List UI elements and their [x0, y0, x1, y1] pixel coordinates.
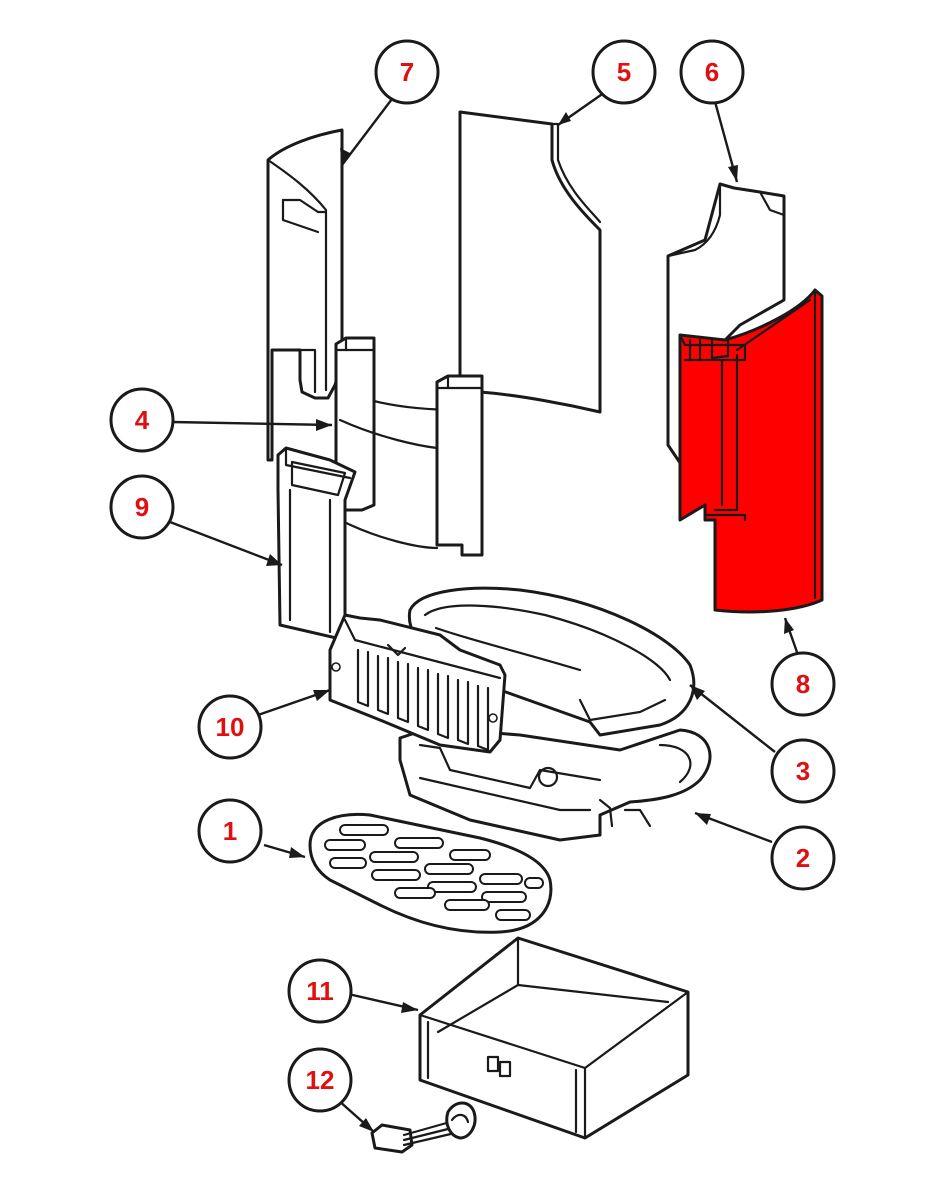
part-7-left-panel: [266, 128, 344, 462]
callout-3: 3: [770, 738, 836, 804]
callout-5: 5: [591, 39, 657, 105]
part-11-ash-drawer: [418, 936, 690, 1140]
callout-9: 9: [109, 474, 175, 540]
callout-7: 7: [374, 39, 440, 105]
part-2-base-frame: [398, 726, 712, 842]
callout-1-label: 1: [223, 816, 237, 846]
callout-12-label: 12: [306, 1065, 335, 1095]
callout-2-label: 2: [796, 843, 810, 873]
part-12-tool: [370, 1101, 477, 1154]
drawer-handle: [486, 1055, 512, 1078]
callout-8-label: 8: [796, 669, 810, 699]
callout-12: 12: [287, 1047, 353, 1113]
callout-11: 11: [287, 958, 353, 1024]
callout-6-label: 6: [705, 57, 719, 87]
callout-5-label: 5: [617, 57, 631, 87]
callout-9-label: 9: [135, 492, 149, 522]
part-8-highlighted-panel: [678, 288, 824, 614]
part-9-front-holder: [276, 446, 357, 642]
callout-6: 6: [679, 39, 745, 105]
callout-2: 2: [770, 825, 836, 891]
callout-4: 4: [109, 387, 175, 453]
callout-8: 8: [770, 651, 836, 717]
callout-11-label: 11: [306, 976, 334, 1006]
callout-3-label: 3: [796, 756, 810, 786]
callout-4-label: 4: [135, 405, 150, 435]
part-1-grate: [308, 812, 553, 934]
part-5-back-panel: [368, 110, 602, 414]
callout-10-label: 10: [216, 712, 245, 742]
leader-arrowheads: [266, 112, 794, 1132]
part-10-front-comb: [328, 613, 507, 754]
callout-10: 10: [197, 694, 263, 760]
comb-teeth: [356, 648, 490, 752]
callout-1: 1: [197, 798, 263, 864]
grate-slots: [324, 824, 544, 921]
callout-7-label: 7: [400, 57, 414, 87]
leader-lines: [169, 89, 800, 1133]
